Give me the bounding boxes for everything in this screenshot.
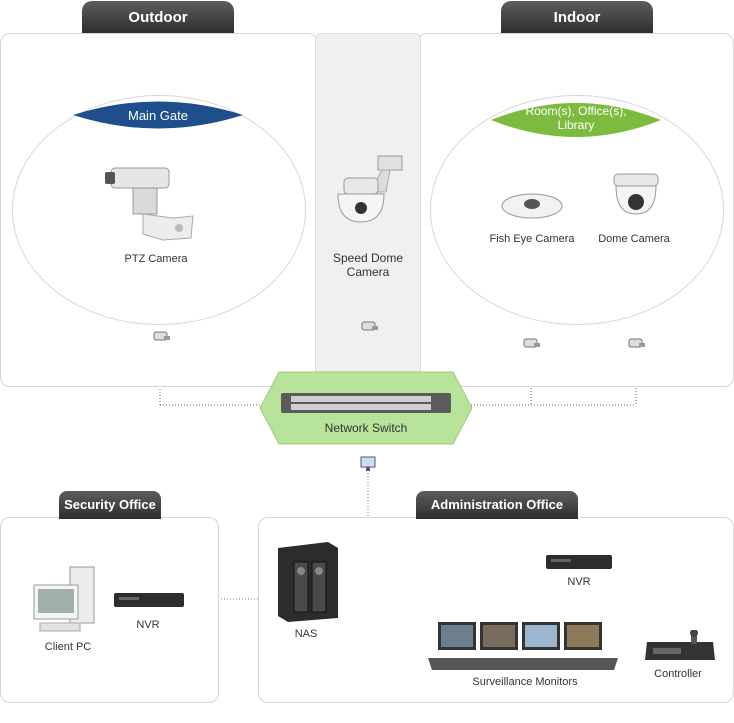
speed-dome-camera-icon [337,155,403,223]
indoor-zone-band [491,103,661,137]
nas-label: NAS [294,628,318,640]
main-gate-zone [12,95,306,325]
controller-label: Controller [654,668,702,680]
link-icon [523,338,540,348]
administration-office-tab: Administration Office [416,491,578,519]
dome-camera-icon [613,173,659,215]
main-gate-label: Main Gate [128,108,188,123]
nvr-admin-icon [546,555,612,569]
indoor-zone-label: Room(s), Office(s), Library [525,104,627,132]
ptz-camera-icon [105,167,194,241]
speed-dome-camera-label: Speed Dome Camera [318,251,418,279]
network-switch-icon [259,371,473,445]
controller-icon [645,630,715,660]
surveillance-monitors-label: Surveillance Monitors [472,676,578,688]
monitor-link-icon [360,456,376,471]
nvr-security-label: NVR [136,619,160,631]
security-office-tab: Security Office [59,491,161,519]
network-switch-label: Network Switch [324,421,408,435]
nas-icon [278,542,338,622]
indoor-tab: Indoor [501,1,653,33]
ptz-camera-label: PTZ Camera [124,253,188,265]
dome-camera-label: Dome Camera [598,233,670,245]
link-icon [628,338,645,348]
link-icon [153,331,170,341]
nvr-security-icon [114,593,184,607]
client-pc-label: Client PC [44,641,92,653]
link-icon [361,321,378,331]
fish-eye-camera-label: Fish Eye Camera [489,233,575,245]
surveillance-monitors-icon [428,622,618,670]
fish-eye-camera-icon [501,193,563,219]
client-pc-icon [33,566,95,632]
outdoor-tab: Outdoor [82,1,234,33]
main-gate-band [73,101,243,129]
nvr-admin-label: NVR [567,576,591,588]
speed-dome-camera-text: Speed Dome Camera [332,251,404,279]
